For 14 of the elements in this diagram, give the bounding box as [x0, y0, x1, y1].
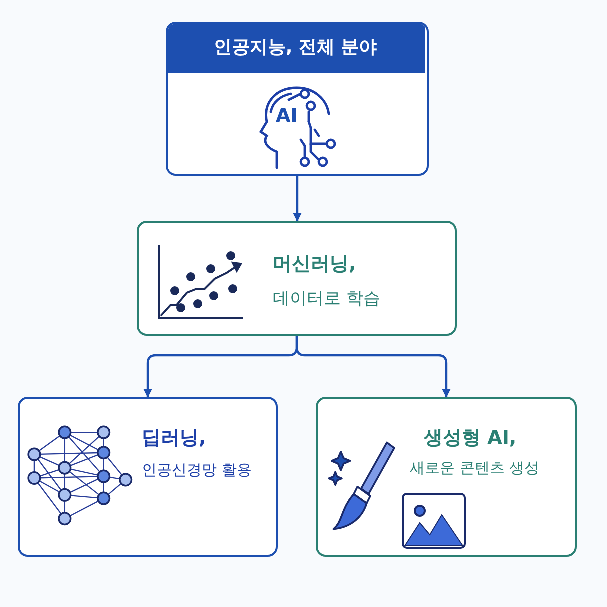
header-card — [166, 22, 429, 176]
node-description: 데이터로 학습 — [273, 288, 380, 310]
node-description: 인공신경망 활용 — [142, 461, 252, 480]
node-title: 생성형 AI, — [424, 426, 517, 451]
concept-card — [316, 397, 577, 557]
ai-text: AI — [276, 105, 298, 127]
node-title: 딥러닝, — [142, 426, 206, 451]
header-title: 인공지능, 전체 분야 — [168, 24, 425, 73]
node-title: 머신러닝, — [273, 252, 356, 277]
concept-card — [137, 221, 457, 336]
concept-card — [18, 397, 278, 557]
arrow — [296, 336, 451, 398]
node-description: 새로운 콘텐츠 생성 — [410, 459, 540, 478]
arrow — [293, 176, 302, 222]
